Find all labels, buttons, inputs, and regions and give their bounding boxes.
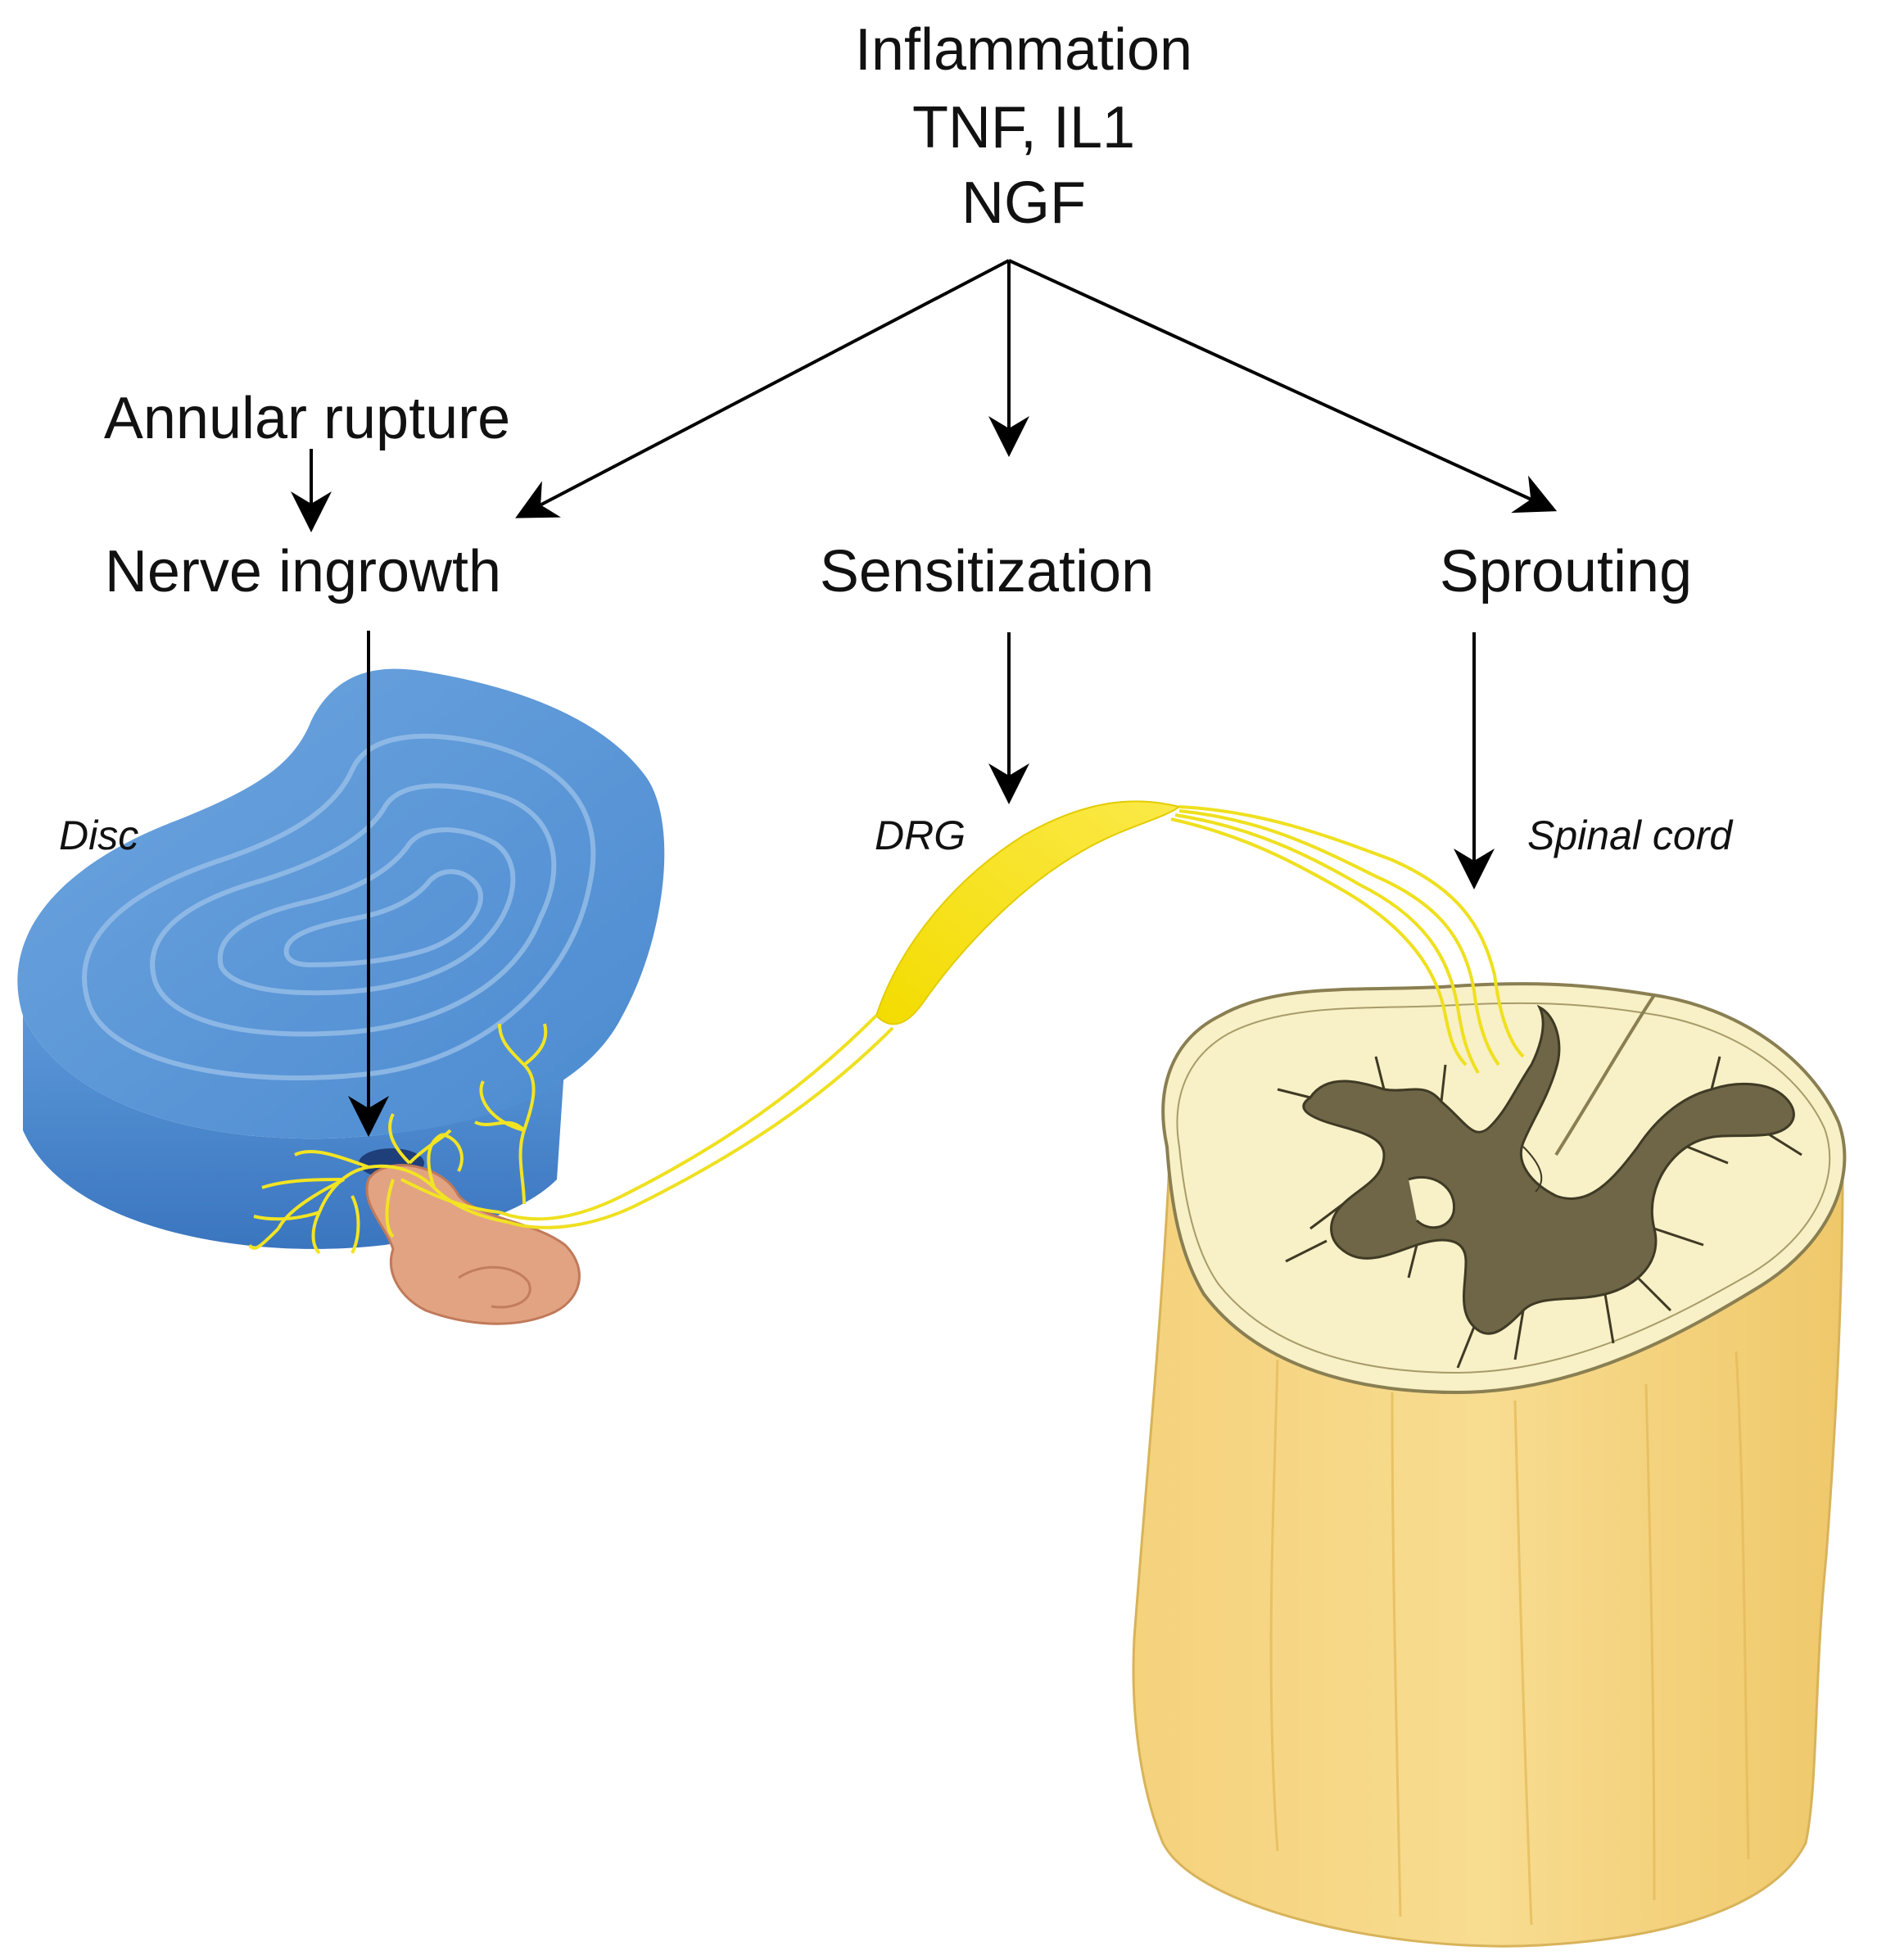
drg-label: DRG bbox=[875, 813, 966, 858]
disc-nerve-endings bbox=[248, 1023, 548, 1255]
intervertebral-disc bbox=[17, 668, 665, 1325]
spinal-cord-grey-matter bbox=[1302, 1004, 1795, 1335]
spinal-cord-label: Spinal cord bbox=[1527, 813, 1734, 858]
nerve-ingrowth-label: Nerve ingrowth bbox=[105, 539, 501, 604]
sensitization-label: Sensitization bbox=[820, 539, 1154, 604]
nerve-fibres bbox=[499, 805, 1525, 1229]
sensory-nerve bbox=[248, 800, 1525, 1255]
drg-ganglion bbox=[875, 800, 1182, 1025]
spinal-cord-ridges bbox=[1269, 1351, 1750, 1926]
spinal-cord bbox=[1132, 982, 1847, 1948]
arrows bbox=[291, 259, 1558, 1137]
inflammation-ngf: NGF bbox=[961, 170, 1086, 236]
herniated-nucleus bbox=[365, 1164, 581, 1325]
annular-rupture-label: Annular rupture bbox=[104, 386, 510, 451]
inflammation-cytokines: TNF, IL1 bbox=[912, 95, 1135, 161]
arrow-inflammation-to-sprouting bbox=[1008, 259, 1558, 514]
disc-annular-rings bbox=[82, 733, 596, 1081]
inflammation-title: Inflammation bbox=[855, 17, 1192, 83]
disc-label: Disc bbox=[59, 813, 138, 858]
disc-top bbox=[17, 668, 665, 1139]
arrow-inflammation-to-nerve-ingrowth bbox=[515, 259, 1010, 518]
sprouting-label: Sprouting bbox=[1440, 539, 1692, 604]
grey-matter-projections bbox=[1277, 1056, 1802, 1369]
